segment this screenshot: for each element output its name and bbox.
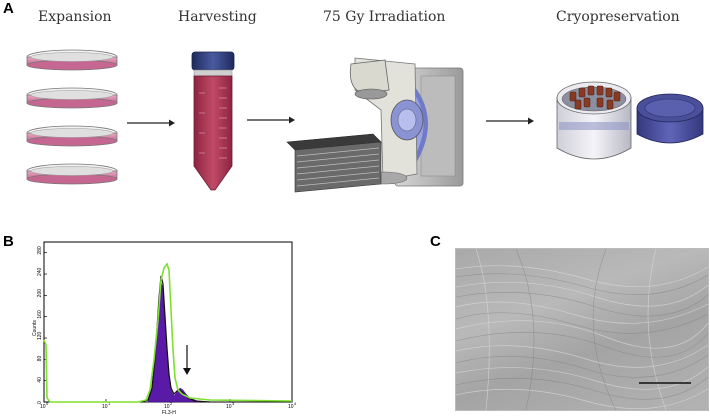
y-tick-label: 160 [37, 310, 43, 319]
arrow-icon [247, 116, 295, 124]
culture-dish-icon [26, 49, 118, 71]
y-tick-label: 0 [37, 401, 43, 404]
centrifuge-tube-illustration [191, 51, 235, 191]
panel-letter-a: A [3, 0, 14, 17]
cryo-container-illustration [556, 81, 704, 160]
step-label-harvesting: Harvesting [178, 9, 257, 25]
y-tick-label: 120 [37, 331, 43, 340]
culture-dish-icon [26, 125, 118, 147]
culture-dish-icon [26, 87, 118, 109]
x-tick-label: 10 [288, 404, 294, 410]
step-label-cryopreservation: Cryopreservation [556, 9, 680, 25]
y-tick-label: 240 [37, 267, 43, 276]
y-tick-label: 80 [37, 356, 43, 362]
panel-letter-b: B [3, 233, 14, 250]
x-axis-label: FL3-H [162, 410, 176, 416]
culture-dishes-illustration [26, 49, 118, 185]
y-axis-label: Counts [32, 320, 38, 336]
x-tick-label: 10 [40, 404, 46, 410]
down-arrow-icon [183, 345, 191, 375]
culture-dish-icon [26, 163, 118, 185]
step-label-expansion: Expansion [38, 9, 112, 25]
x-tick-label: 10 [226, 404, 232, 410]
x-tick-exponent: 0 [46, 401, 49, 406]
x-tick-label: 10 [164, 404, 170, 410]
step-label-irradiation: 75 Gy Irradiation [323, 9, 446, 25]
green-histogram-line [43, 262, 293, 403]
irradiator-illustration [286, 57, 464, 193]
x-tick-exponent: 3 [232, 401, 235, 406]
x-tick-exponent: 1 [108, 401, 111, 406]
y-tick-label: 280 [37, 246, 43, 255]
y-tick-label: 200 [37, 289, 43, 298]
x-tick-exponent: 2 [170, 401, 173, 406]
arrow-icon [486, 117, 534, 125]
black-histogram-line [139, 275, 211, 403]
x-tick-exponent: 4 [294, 401, 297, 406]
arrow-icon [127, 119, 175, 127]
micrograph-image [455, 248, 709, 411]
cell-fibers-texture [456, 249, 708, 410]
x-tick-label: 10 [102, 404, 108, 410]
y-tick-label: 40 [37, 377, 43, 383]
panel-letter-c: C [430, 233, 441, 250]
